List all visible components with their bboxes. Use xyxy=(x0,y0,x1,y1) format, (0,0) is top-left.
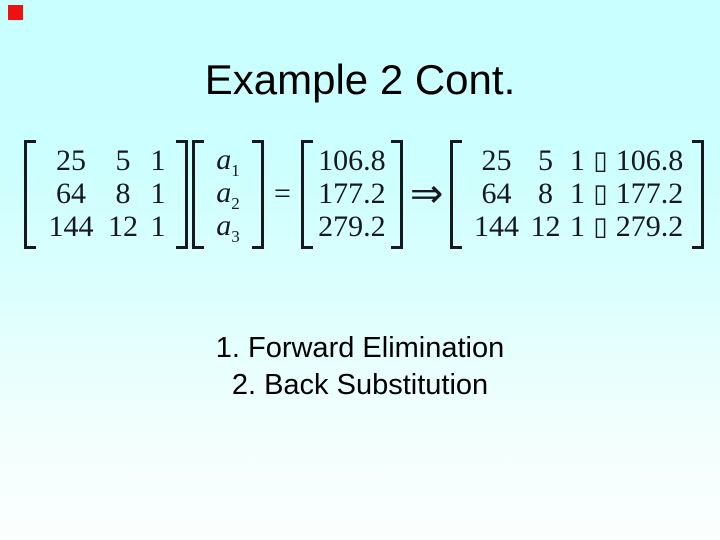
matrix-cell: 12 xyxy=(108,210,138,243)
matrix-bracket-right xyxy=(390,139,403,249)
implies-arrow-icon: ⇒ xyxy=(409,171,444,217)
augmented-matrix-cells: 25 5 1 ▯ 106.8 64 8 1 ▯ 177.2 144 12 1 ▯… xyxy=(463,140,691,249)
missing-glyph-icon: ▯ xyxy=(593,179,608,209)
matrix-cell: 25 xyxy=(481,144,512,177)
matrix-bracket-left xyxy=(450,139,463,249)
subscript: 2 xyxy=(231,194,240,213)
matrix-cell: 1 xyxy=(150,144,166,177)
variable-a: a xyxy=(216,209,232,242)
matrix-cell: a2 xyxy=(216,176,240,212)
matrix-cell: 1 xyxy=(569,210,585,243)
matrix-bracket-right xyxy=(692,139,705,249)
matrix-cell: 8 xyxy=(115,177,131,210)
subscript: 1 xyxy=(231,161,240,180)
subscript: 3 xyxy=(231,227,240,246)
matrix-cell: 177.2 xyxy=(318,177,386,210)
variable-a: a xyxy=(216,176,232,209)
unknown-vector-cells: a1 a2 a3 xyxy=(205,140,251,249)
variable-a: a xyxy=(216,143,232,176)
unknown-vector: a1 a2 a3 xyxy=(192,139,264,249)
matrix-cell: 25 xyxy=(56,144,86,177)
missing-glyph-icon: ▯ xyxy=(593,146,608,176)
matrix-cell: 1 xyxy=(150,177,166,210)
matrix-cell: 5 xyxy=(537,144,553,177)
matrix-cell: 1 xyxy=(569,144,585,177)
matrix-equation: 25 5 1 64 8 1 144 12 1 a1 a2 a3 = 106.8 … xyxy=(24,138,705,250)
matrix-cell: 106.8 xyxy=(615,144,684,177)
rhs-vector: 106.8 177.2 279.2 xyxy=(300,139,403,249)
matrix-cell: 5 xyxy=(115,144,131,177)
matrix-cell: 177.2 xyxy=(615,177,684,210)
matrix-cell: 64 xyxy=(56,177,86,210)
matrix-cell: 144 xyxy=(473,210,519,243)
matrix-bracket-right xyxy=(252,139,264,249)
matrix-cell: 144 xyxy=(48,210,94,243)
equals-sign: = xyxy=(274,177,291,210)
matrix-cell: 106.8 xyxy=(318,144,386,177)
matrix-bracket-left xyxy=(300,139,313,249)
coefficient-matrix: 25 5 1 64 8 1 144 12 1 xyxy=(24,139,188,249)
matrix-cell: 1 xyxy=(150,210,166,243)
red-square-marker xyxy=(8,5,23,20)
matrix-cell: 279.2 xyxy=(615,210,684,243)
missing-glyph-icon: ▯ xyxy=(593,212,608,242)
matrix-bracket-left xyxy=(192,139,204,249)
matrix-cell: 279.2 xyxy=(318,210,386,243)
matrix-cell: a3 xyxy=(216,209,240,245)
matrix-bracket-left xyxy=(24,139,36,249)
slide-title: Example 2 Cont. xyxy=(204,56,516,103)
coefficient-matrix-cells: 25 5 1 64 8 1 144 12 1 xyxy=(37,140,175,249)
rhs-vector-cells: 106.8 177.2 279.2 xyxy=(314,140,390,249)
steps-list: 1. Forward Elimination 2. Back Substitut… xyxy=(0,330,720,404)
matrix-bracket-right xyxy=(176,139,188,249)
matrix-cell: 1 xyxy=(569,177,585,210)
step-back-substitution: 2. Back Substitution xyxy=(231,369,489,401)
augmented-matrix: 25 5 1 ▯ 106.8 64 8 1 ▯ 177.2 144 12 1 ▯… xyxy=(450,139,705,249)
matrix-cell: a1 xyxy=(216,143,240,179)
matrix-cell: 64 xyxy=(481,177,512,210)
step-forward-elimination: 1. Forward Elimination xyxy=(215,332,505,364)
matrix-cell: 8 xyxy=(537,177,553,210)
matrix-cell: 12 xyxy=(530,210,561,243)
